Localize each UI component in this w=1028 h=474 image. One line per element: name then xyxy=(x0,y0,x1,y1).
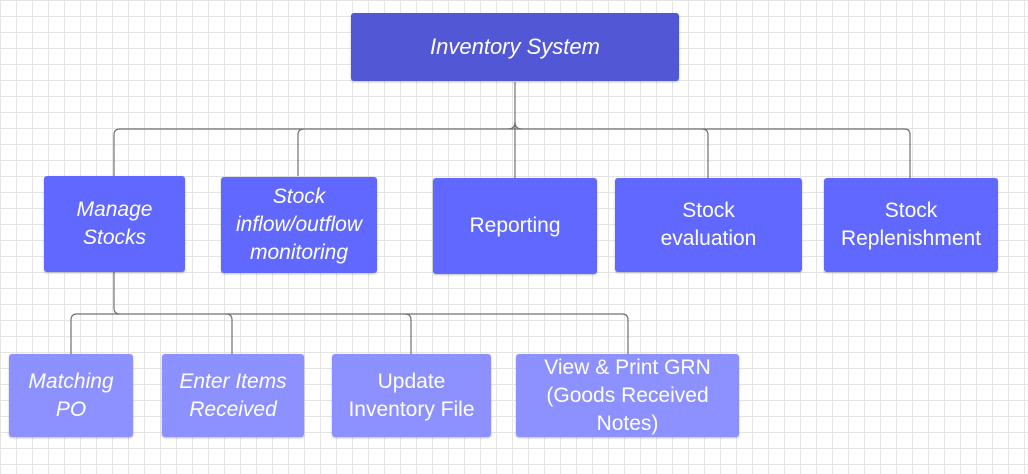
node-label: View & Print GRN (Goods Received Notes) xyxy=(544,355,711,435)
node-label: Update Inventory File xyxy=(348,369,475,421)
node-label: Inventory System xyxy=(430,34,600,59)
node-label: Matching PO xyxy=(28,369,114,421)
connector-to-inflow xyxy=(297,128,305,176)
connector-to-update xyxy=(404,313,412,354)
connector-manage-trunk xyxy=(113,272,121,315)
node-label: Stock inflow/outflow monitoring xyxy=(235,185,363,264)
node-label: Manage Stocks xyxy=(76,198,153,249)
node-stock-evaluation[interactable]: Stock evaluation xyxy=(615,178,802,272)
node-manage-stocks[interactable]: Manage Stocks xyxy=(44,176,185,272)
node-stock-replenishment[interactable]: Stock Replenishment xyxy=(824,178,998,272)
connector-root-bus xyxy=(113,128,911,178)
node-view-print-grn[interactable]: View & Print GRN (Goods Received Notes) xyxy=(516,354,739,437)
connector-to-enter xyxy=(225,313,233,354)
connector-manage-bus xyxy=(70,313,629,354)
node-update-inventory-file[interactable]: Update Inventory File xyxy=(332,354,491,437)
node-label: Stock Replenishment xyxy=(840,199,982,250)
connector-to-evaluation xyxy=(701,128,709,178)
node-label: Enter Items Received xyxy=(179,369,287,421)
node-enter-items-received[interactable]: Enter Items Received xyxy=(162,354,304,437)
node-reporting[interactable]: Reporting xyxy=(433,178,597,274)
node-stock-inflow-outflow[interactable]: Stock inflow/outflow monitoring xyxy=(221,177,377,273)
node-matching-po[interactable]: Matching PO xyxy=(9,354,133,437)
node-label: Reporting xyxy=(469,214,561,237)
node-label: Stock evaluation xyxy=(660,199,757,250)
node-inventory-system[interactable]: Inventory System xyxy=(351,13,679,81)
connector-bus-joint xyxy=(507,121,523,130)
